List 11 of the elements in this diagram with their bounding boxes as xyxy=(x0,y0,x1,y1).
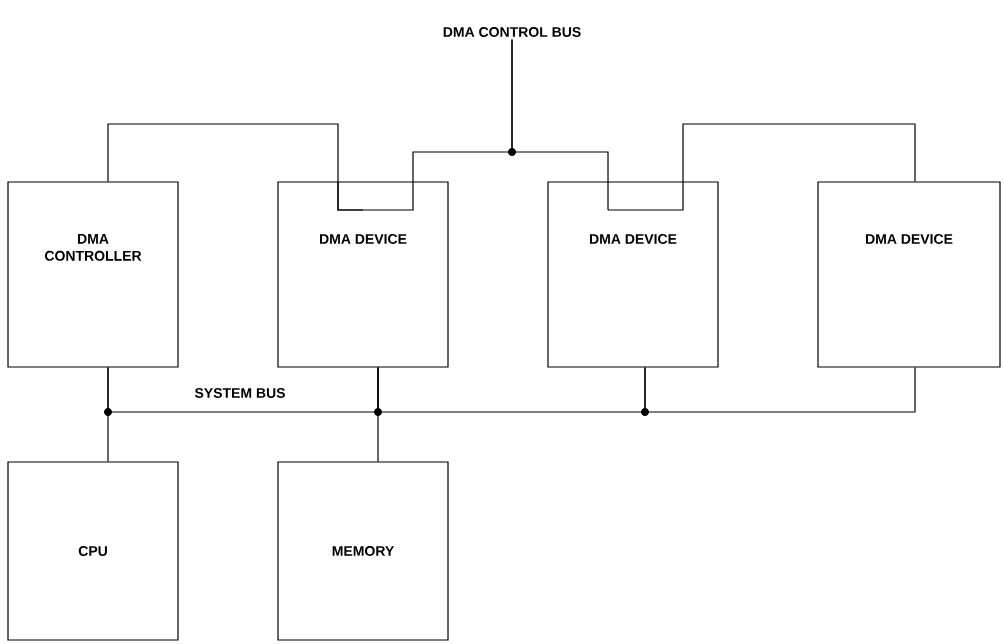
block-box: DMA DEVICE xyxy=(817,181,1001,368)
block-box: DMA DEVICE xyxy=(547,181,719,368)
bus-line xyxy=(511,38,609,211)
bus-label: SYSTEM BUS xyxy=(194,388,285,398)
block-box: DMA CONTROLLER xyxy=(7,181,179,368)
block-box: CPU xyxy=(7,461,179,641)
bus-line xyxy=(644,367,916,413)
bus-line xyxy=(607,123,916,211)
block-box: DMA DEVICE xyxy=(277,181,449,368)
block-box: MEMORY xyxy=(277,461,449,641)
bus-label: DMA CONTROL BUS xyxy=(443,27,581,37)
